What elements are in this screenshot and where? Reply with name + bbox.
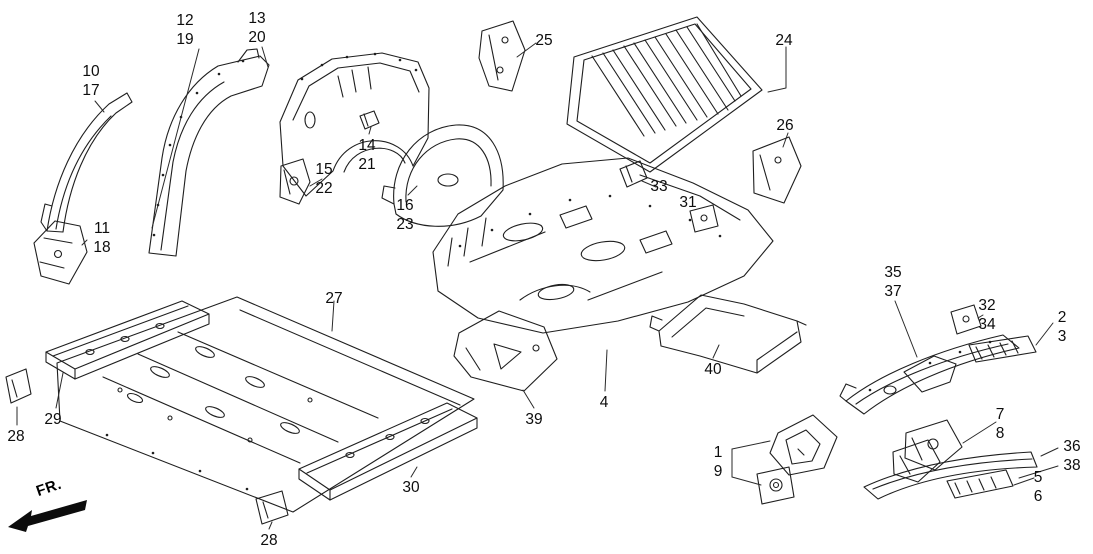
part-number: 2: [1057, 309, 1067, 326]
fr-direction-arrow-icon: [8, 500, 87, 532]
part-number: 13: [248, 10, 266, 27]
part-callout-26: 26: [776, 116, 793, 135]
part-rear-frame-rail-left-sketch: [839, 334, 1020, 415]
part-number: 10: [82, 63, 100, 80]
part-callout-33: 33: [650, 177, 667, 196]
part-floor-crossmember-sketch: [298, 402, 478, 501]
part-frame-bracket-19-sketch: [769, 414, 838, 476]
part-number: 6: [1033, 488, 1043, 505]
part-callout-4: 4: [600, 393, 609, 412]
part-number: 20: [248, 29, 266, 46]
part-number: 40: [704, 361, 722, 378]
part-floor-bracket-left-sketch: [5, 368, 32, 404]
part-number: 33: [650, 178, 668, 195]
part-floor-bracket-sketch: [689, 204, 719, 233]
part-number: 23: [396, 216, 414, 233]
part-pillar-gusset-sketch: [279, 158, 311, 205]
part-callout-40: 40: [704, 360, 721, 379]
part-number: 9: [713, 463, 723, 480]
part-front-floor-pan-sketch: [56, 296, 475, 513]
part-rear-bulkhead-sketch: [566, 16, 763, 173]
part-number: 11: [93, 220, 111, 237]
part-insulator-sketch: [756, 466, 795, 505]
part-number: 18: [93, 239, 111, 256]
part-number: 7: [995, 406, 1005, 423]
part-number: 32: [978, 297, 996, 314]
part-number: 26: [776, 117, 794, 134]
part-number: 34: [978, 316, 996, 333]
part-cowl-side-bracket-sketch: [33, 220, 88, 285]
part-number: 8: [995, 425, 1005, 442]
part-small-bracket-32-sketch: [950, 304, 982, 335]
part-rear-wheelhouse-sketch: [381, 124, 504, 227]
part-callout-29: 29: [44, 410, 61, 429]
part-number: 39: [525, 411, 543, 428]
part-number: 17: [82, 82, 100, 99]
part-number: 1: [713, 444, 723, 461]
part-number: 27: [325, 290, 343, 307]
part-number: 28: [260, 532, 278, 549]
part-number: 5: [1033, 469, 1043, 486]
part-number: 21: [358, 156, 376, 173]
part-front-pillar-sketch: [40, 92, 133, 233]
part-number: 15: [315, 161, 333, 178]
part-number: 36: [1063, 438, 1081, 455]
part-number: 31: [679, 194, 697, 211]
part-bulkhead-side-bracket-sketch: [752, 136, 802, 204]
part-callout-27: 27: [325, 289, 342, 308]
part-number: 25: [535, 32, 553, 49]
part-side-sill-inner-sketch: [45, 300, 210, 380]
part-number: 37: [884, 283, 902, 300]
part-shelf-side-bracket-sketch: [478, 20, 526, 92]
part-clip-bracket-sketch: [359, 110, 380, 130]
leader-lines: [16, 42, 1059, 530]
part-number: 14: [358, 137, 376, 154]
part-callout-39: 39: [525, 410, 542, 429]
part-rear-floor-pan-sketch: [432, 157, 774, 334]
part-rear-crossmember-sketch: [649, 294, 807, 374]
part-side-panel-inner-sketch: [148, 48, 270, 257]
part-callout-28: 28: [260, 531, 277, 550]
part-number: 30: [402, 479, 420, 496]
part-floor-support-bracket-sketch: [453, 310, 558, 392]
part-frame-end-beam-sketch: [968, 335, 1037, 363]
part-frame-end-beam-56-sketch: [946, 469, 1014, 499]
part-bracket-3638-sketch: [892, 439, 941, 483]
part-quarter-panel-inner-sketch: [279, 52, 430, 197]
part-number: 38: [1063, 457, 1081, 474]
part-number: 28: [7, 428, 25, 445]
part-floor-clip-sketch: [619, 160, 648, 188]
part-callout-28: 28: [7, 427, 24, 446]
part-callout-24: 24: [775, 31, 792, 50]
part-number: 29: [44, 411, 62, 428]
part-number: 24: [775, 32, 793, 49]
part-number: 22: [315, 180, 333, 197]
part-number: 12: [176, 12, 194, 29]
part-number: 19: [176, 31, 194, 48]
part-number: 3: [1057, 328, 1067, 345]
part-number: 16: [396, 197, 414, 214]
part-callout-31: 31: [679, 193, 696, 212]
part-number: 35: [884, 264, 902, 281]
part-callout-30: 30: [402, 478, 419, 497]
part-callout-25: 25: [535, 31, 552, 50]
part-number: 4: [599, 394, 609, 411]
part-floor-bracket-bottom-sketch: [255, 490, 289, 525]
